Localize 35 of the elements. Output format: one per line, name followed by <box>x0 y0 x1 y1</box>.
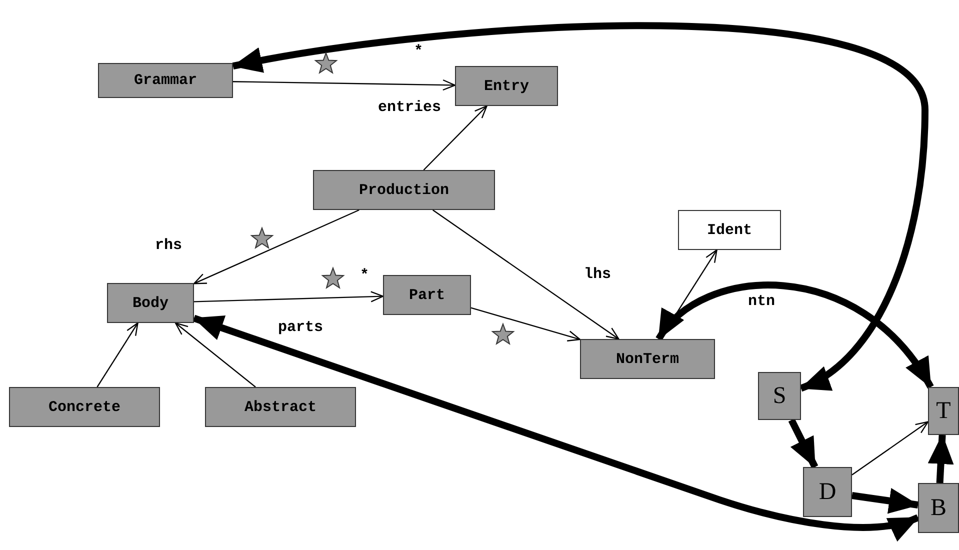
class-box: NonTerm <box>580 339 715 379</box>
class-box: Abstract <box>205 387 356 427</box>
class-box: Production <box>313 170 495 210</box>
edge-label: entries <box>378 100 442 115</box>
edge-label: rhs <box>155 238 182 253</box>
arrow <box>928 434 954 484</box>
class-box: Concrete <box>9 387 160 427</box>
arrow <box>232 22 928 392</box>
edge-label: lhs <box>584 267 612 282</box>
edge-label: parts <box>278 320 324 335</box>
arrow <box>852 488 919 514</box>
arrow <box>96 322 138 388</box>
class-box: Entry <box>455 66 558 106</box>
class-box: Grammar <box>98 63 233 98</box>
arrow <box>232 79 456 91</box>
arrow <box>788 418 818 469</box>
class-box: Part <box>383 275 471 315</box>
class-box: Body <box>107 283 194 323</box>
edge-label: ntn <box>748 294 776 309</box>
arrow <box>656 282 934 389</box>
arrow <box>194 291 384 302</box>
arrow <box>432 210 620 340</box>
class-box: Ident <box>678 210 781 250</box>
class-box: S <box>758 372 801 420</box>
arrow <box>470 307 581 342</box>
arrow <box>192 314 920 540</box>
arrow <box>423 105 488 170</box>
class-box: B <box>918 483 959 533</box>
arrow <box>174 322 256 388</box>
class-box: T <box>928 387 959 435</box>
class-box: D <box>803 467 852 517</box>
multiplicity-label: * <box>414 44 424 59</box>
arrow <box>852 421 929 476</box>
arrow <box>193 209 360 284</box>
multiplicity-label: * <box>360 268 370 283</box>
